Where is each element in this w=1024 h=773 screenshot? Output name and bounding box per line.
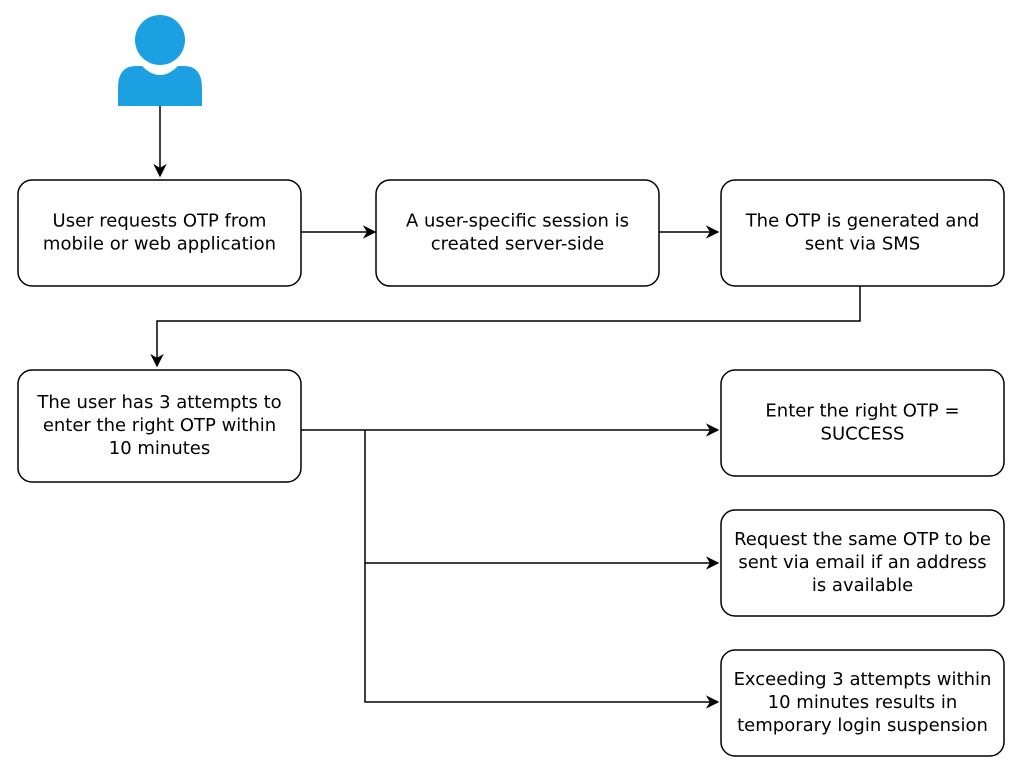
node-text-line: enter the right OTP within <box>43 415 276 436</box>
node-text-line: temporary login suspension <box>737 715 988 736</box>
node-text-line: created server-side <box>431 234 605 255</box>
node-success: Enter the right OTP =SUCCESS <box>720 369 1005 477</box>
user-icon <box>118 15 202 106</box>
edges <box>150 106 861 709</box>
node-text-line: The user has 3 attempts to <box>36 392 281 413</box>
node-text-line: A user-specific session is <box>406 211 629 232</box>
node-text-line: The OTP is generated and <box>745 211 980 232</box>
node-text-line: 10 minutes <box>109 438 211 459</box>
node-text-line: mobile or web application <box>43 234 276 255</box>
node-text-line: is available <box>812 575 913 596</box>
svg-text:Enter the right OTP =SUCCESS: Enter the right OTP =SUCCESS <box>765 401 959 445</box>
node-text-line: Enter the right OTP = <box>765 401 959 422</box>
node-text-line: Request the same OTP to be <box>734 529 991 550</box>
node-text-line: SUCCESS <box>821 424 905 445</box>
node-text-line: Exceeding 3 attempts within <box>734 669 992 690</box>
node-text-line: sent via SMS <box>805 234 920 255</box>
node-text-line: sent via email if an address <box>738 552 986 573</box>
node-text-line: 10 minutes results in <box>768 692 958 713</box>
edge-attempts-to-email <box>364 430 720 570</box>
edge-generate-to-attempts <box>150 286 861 368</box>
edge-attempts-to-suspend <box>364 563 720 709</box>
node-text-line: User requests OTP from <box>53 211 267 232</box>
